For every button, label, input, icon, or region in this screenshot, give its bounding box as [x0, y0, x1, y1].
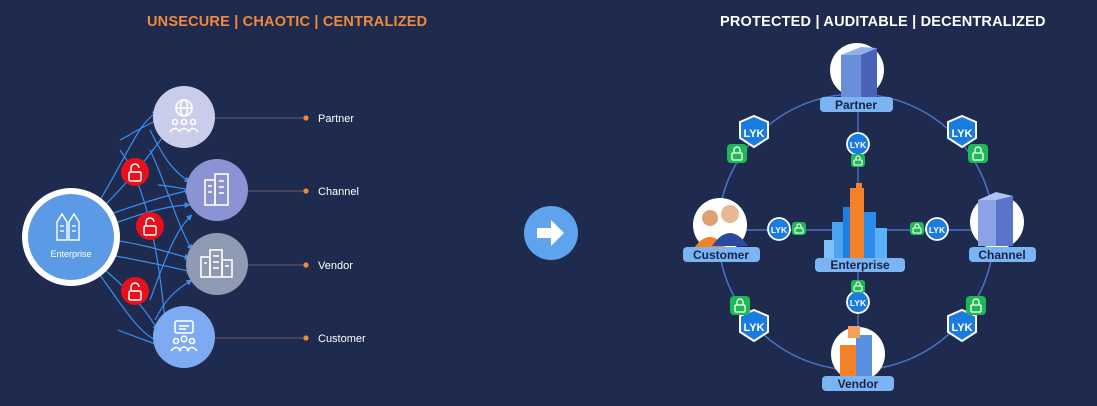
svg-text:LYK: LYK: [744, 128, 765, 140]
twin-towers-icon: [56, 212, 80, 241]
unlocked-padlock-icon-2: [136, 212, 164, 240]
svg-text:LYK: LYK: [744, 322, 765, 334]
lyk-badge-inner-bottom: LYK: [846, 290, 870, 314]
svg-text:Channel: Channel: [978, 248, 1025, 262]
locked-padlock-icon-inner-top: [851, 154, 865, 167]
locked-padlock-icon-bottom-right: [966, 296, 986, 315]
svg-text:LYK: LYK: [952, 322, 973, 334]
svg-text:LYK: LYK: [771, 225, 788, 235]
right-node-vendor: Vendor: [822, 326, 894, 391]
svg-text:Enterprise: Enterprise: [830, 258, 890, 272]
left-label-vendor: Vendor: [318, 260, 353, 272]
unlocked-padlock-icon-1: [121, 158, 149, 186]
building-icon: [204, 173, 229, 206]
lyk-badge-inner-right: LYK: [925, 217, 949, 241]
left-label-dots: [303, 115, 309, 341]
svg-text:LYK: LYK: [850, 140, 867, 150]
locked-padlock-icon-top-right: [968, 144, 988, 163]
right-panel-title: PROTECTED | AUDITABLE | DECENTRALIZED: [720, 14, 1046, 30]
right-node-partner: Partner: [820, 43, 893, 112]
right-arrow-icon: [524, 206, 578, 260]
left-label-customer: Customer: [318, 333, 366, 345]
left-node-vendor: [186, 233, 248, 295]
lyk-badge-inner-top: LYK: [846, 132, 870, 156]
locked-padlock-icon-inner-left: [792, 222, 806, 235]
chat-people-icon: [170, 320, 198, 352]
lyk-badge-inner-left: LYK: [767, 217, 791, 241]
lyk-badge-bottom-right: LYK: [947, 308, 977, 343]
svg-text:Customer: Customer: [693, 248, 749, 262]
lyk-badge-top-right: LYK: [947, 114, 977, 149]
locked-padlock-icon-bottom-left: [730, 296, 750, 315]
left-label-partner: Partner: [318, 113, 354, 125]
left-label-channel: Channel: [318, 186, 359, 198]
locked-padlock-icon-top-left: [727, 144, 747, 163]
left-panel-title: UNSECURE | CHAOTIC | CENTRALIZED: [147, 14, 428, 30]
left-hub-enterprise: Enterprise: [22, 188, 120, 286]
city-icon: [200, 249, 233, 278]
left-node-customer: [153, 306, 215, 368]
locked-padlock-icon-inner-right: [910, 222, 924, 235]
center-enterprise-label: Enterprise: [815, 258, 905, 272]
right-node-channel: Channel: [969, 192, 1036, 262]
left-hub-label: Enterprise: [50, 249, 91, 259]
left-label-lines: [214, 117, 305, 339]
svg-text:LYK: LYK: [929, 225, 946, 235]
left-node-channel: [186, 159, 248, 221]
globe-people-icon: [169, 99, 199, 133]
locked-padlock-icon-inner-bottom: [851, 280, 865, 293]
left-node-partner: [153, 86, 215, 148]
unlocked-padlock-icon-3: [121, 277, 149, 305]
svg-text:Partner: Partner: [835, 98, 877, 112]
svg-text:LYK: LYK: [952, 128, 973, 140]
center-enterprise-buildings: [824, 183, 887, 260]
lyk-badge-top-left: LYK: [739, 114, 769, 149]
right-node-customer: Customer: [683, 198, 760, 262]
svg-text:Vendor: Vendor: [838, 377, 879, 391]
svg-text:LYK: LYK: [850, 298, 867, 308]
lyk-badge-bottom-left: LYK: [739, 308, 769, 343]
